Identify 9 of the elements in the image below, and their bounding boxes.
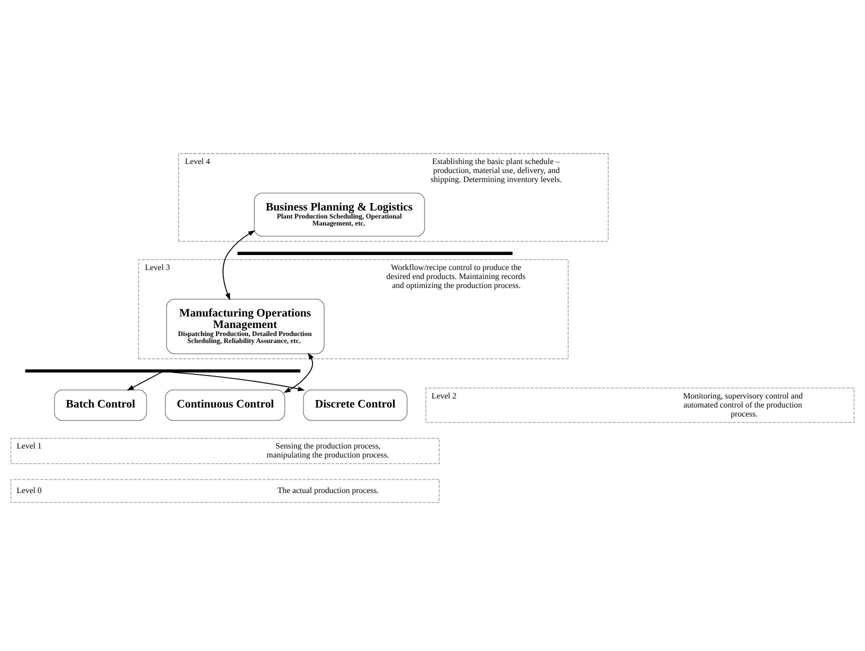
node-box: Discrete Control <box>303 390 408 421</box>
arrow <box>126 372 162 391</box>
arrow <box>170 372 305 392</box>
node-bar <box>25 369 300 373</box>
node-bar <box>237 252 513 255</box>
arrow <box>284 352 314 393</box>
node-box: Batch Control <box>54 390 147 421</box>
node-box: Continuous Control <box>165 390 286 421</box>
arrow <box>222 230 256 300</box>
